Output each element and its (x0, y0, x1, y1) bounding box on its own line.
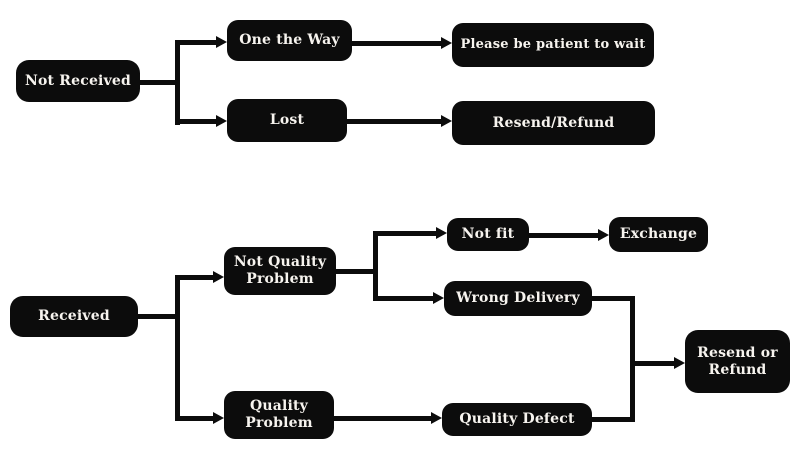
connector-line (373, 296, 433, 301)
connector-line (630, 296, 635, 422)
connector-line (336, 269, 377, 274)
connector-line (592, 417, 635, 422)
arrow-head (674, 357, 685, 369)
node-wrong-delivery: Wrong Delivery (444, 281, 592, 316)
arrow-head (441, 37, 452, 49)
node-resend-refund: Resend/Refund (452, 101, 655, 145)
node-resend-or-refund: Resend or Refund (685, 330, 790, 393)
arrow-head (598, 229, 609, 241)
node-not-received: Not Received (16, 60, 140, 102)
connector-line (175, 275, 180, 421)
connector-line (373, 231, 436, 236)
arrow-head (441, 115, 452, 127)
arrow-head (431, 412, 442, 424)
arrow-head (213, 412, 224, 424)
connector-line (177, 416, 213, 421)
connector-line (138, 314, 180, 319)
arrow-head (436, 227, 447, 239)
node-quality-defect: Quality Defect (442, 403, 592, 436)
node-exchange: Exchange (609, 217, 708, 252)
connector-line (334, 416, 431, 421)
connector-line (592, 296, 635, 301)
connector-line (529, 233, 598, 238)
arrow-head (216, 36, 227, 48)
node-received: Received (10, 296, 138, 337)
connector-line (630, 361, 674, 366)
arrow-head (216, 115, 227, 127)
connector-line (352, 41, 441, 46)
connector-line (138, 80, 180, 85)
arrow-head (433, 292, 444, 304)
connector-line (177, 40, 216, 45)
node-please-be-patient: Please be patient to wait (452, 23, 654, 67)
connector-line (347, 119, 441, 124)
arrow-head (213, 271, 224, 283)
node-not-quality-problem: Not Quality Problem (224, 247, 336, 295)
node-lost: Lost (227, 99, 347, 142)
connector-line (175, 40, 180, 125)
node-not-fit: Not fit (447, 218, 529, 251)
connector-line (177, 119, 216, 124)
node-quality-problem: Quality Problem (224, 391, 334, 439)
connector-line (373, 231, 378, 301)
connector-line (177, 275, 213, 280)
node-one-the-way: One the Way (227, 20, 352, 61)
